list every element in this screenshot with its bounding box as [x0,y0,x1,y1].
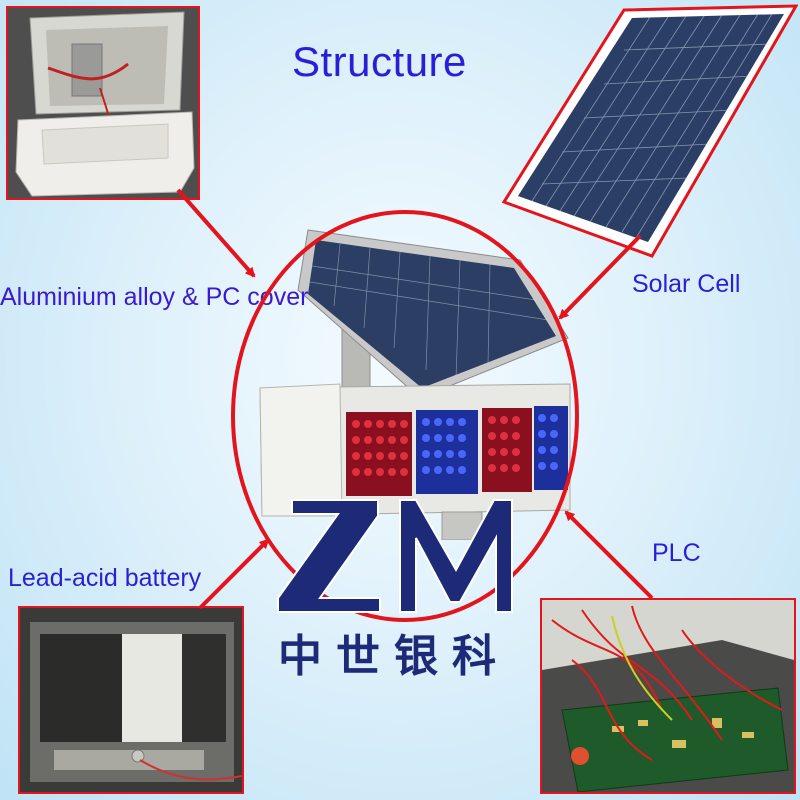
arrow-plc [564,510,654,600]
solar-panel-photo [500,4,798,262]
battery-photo [18,606,244,794]
housing-photo [6,6,200,200]
diagram-title: Structure [292,38,467,85]
battery-image [20,608,242,792]
solar-panel-image [501,4,798,258]
plc-image [542,600,794,792]
label-battery: Lead-acid battery [8,564,202,592]
label-solar-cell: Solar Cell [632,270,741,298]
warning-light-image [259,229,571,540]
housing-image [8,8,198,198]
highlight-ellipse [231,210,579,622]
label-cover: Aluminium alloy & PC cover [0,283,309,311]
arrow-solar [558,234,642,320]
plc-photo [540,598,796,794]
arrow-battery [198,538,270,610]
label-plc: PLC [652,539,701,567]
logo-chinese-text: 中世银科 [278,631,510,682]
arrow-cover [176,188,256,278]
warning-light-photo [250,220,580,540]
zm-logo [277,499,513,613]
